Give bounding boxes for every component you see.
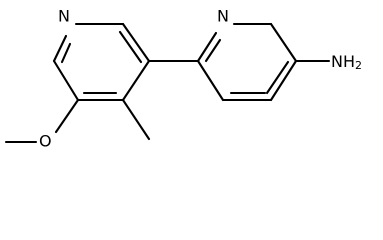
bond-double-inner: [204, 38, 222, 63]
amine-label-subscript: 2: [355, 59, 362, 72]
bond-double-inner: [265, 60, 290, 95]
chemical-structure: N N NH2 O: [4, 7, 362, 151]
oxygen-label: O: [39, 132, 52, 151]
methyl-bond: [121, 98, 151, 141]
bond: [196, 59, 225, 102]
nitrogen-label-right-ring: N: [217, 7, 229, 26]
bond: [269, 59, 298, 102]
bond-double-inner: [118, 30, 143, 64]
amine-label: NH2: [331, 52, 362, 72]
left-pyridine-ring: [52, 22, 151, 102]
right-pyridine-ring: [196, 22, 298, 102]
bond: [121, 22, 151, 63]
bond: [269, 22, 298, 63]
bond-double-inner: [60, 42, 72, 64]
bond: [196, 31, 218, 63]
nitrogen-label-left-ring: N: [58, 7, 70, 26]
ether-bond-ring: [54, 98, 80, 134]
amine-label-main: NH: [331, 52, 355, 71]
bond: [121, 59, 151, 102]
bond: [52, 34, 68, 63]
bond: [52, 59, 80, 102]
